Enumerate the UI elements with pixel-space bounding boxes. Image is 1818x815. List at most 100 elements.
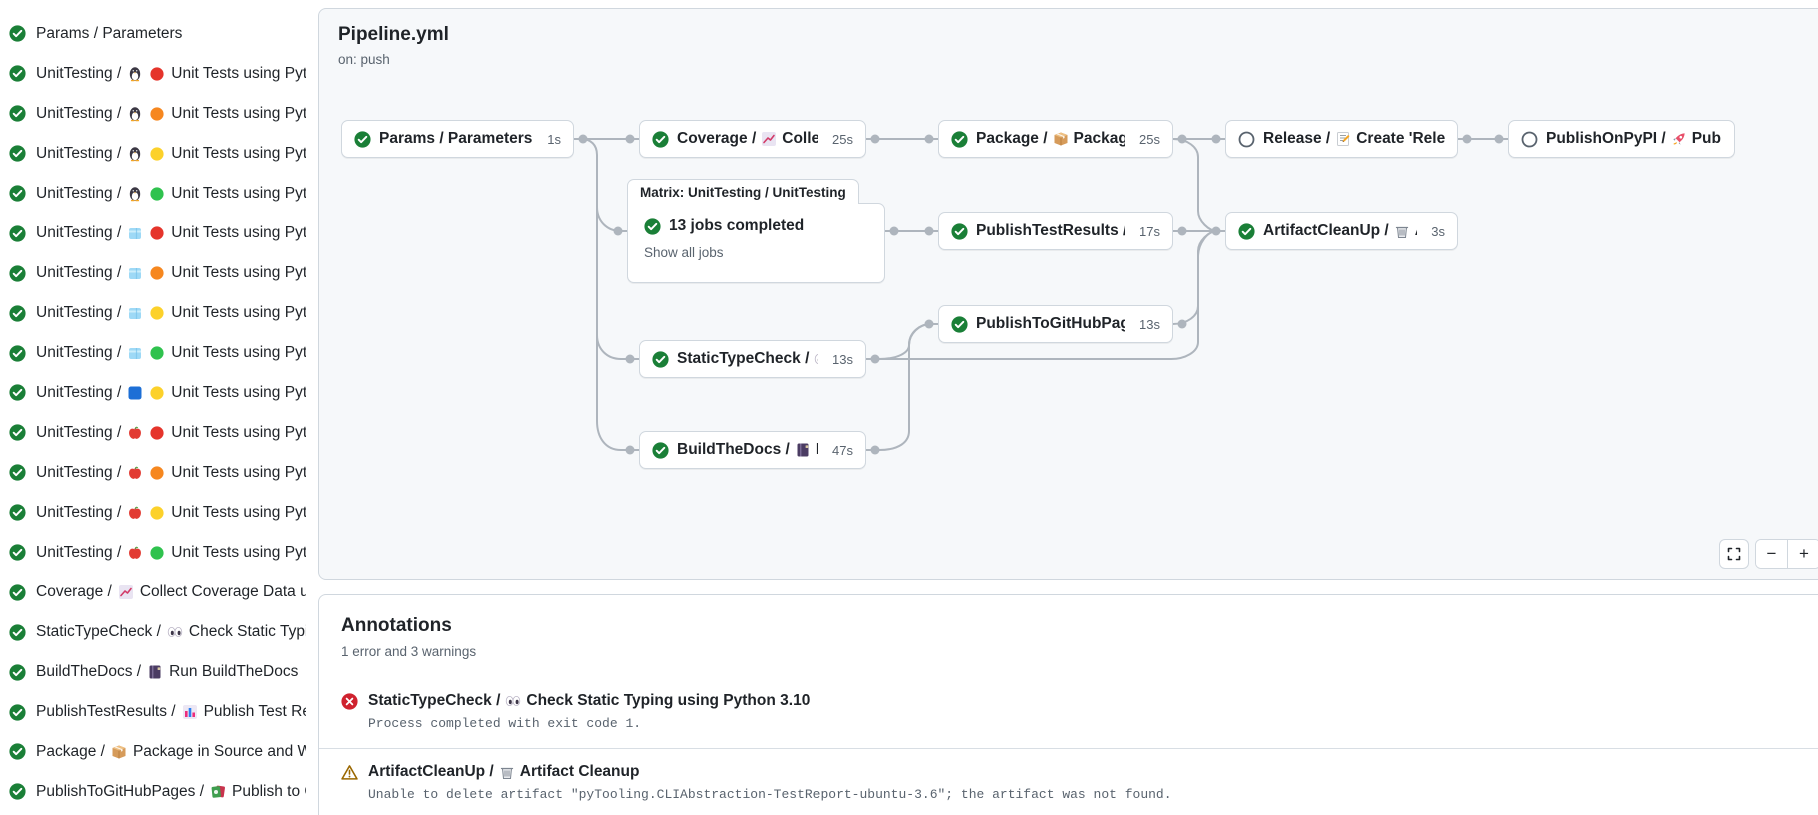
node-label: StaticTypeCheck /Chec... — [677, 350, 818, 368]
graph-node-package[interactable]: Package /Package in So...25s — [938, 120, 1173, 158]
graph-node-coverage[interactable]: Coverage /Collect Cove...25s — [639, 120, 866, 158]
graph-node-statictypecheck[interactable]: StaticTypeCheck /Chec...13s — [639, 340, 866, 378]
sidebar-job-item[interactable]: Params / Parameters — [0, 14, 306, 54]
label-text: UnitTesting / — [36, 264, 121, 282]
label-text: Artifact Cleanup — [520, 763, 640, 781]
job-label: UnitTesting /Unit Tests using Pyth... — [36, 224, 306, 242]
graph-node-publishonpypi[interactable]: PublishOnPyPI /Publish to ... — [1508, 120, 1735, 158]
sidebar-job-item[interactable]: UnitTesting /Unit Tests using Pyth... — [0, 174, 306, 214]
label-text: BuildTheDocs / — [677, 441, 790, 459]
dot-yellow-icon — [149, 305, 165, 321]
sidebar-job-item[interactable]: UnitTesting /Unit Tests using Pyth... — [0, 333, 306, 373]
label-text: UnitTesting / — [36, 384, 121, 402]
zoom-out-button[interactable]: − — [1756, 540, 1788, 568]
label-text: Unit Tests using Pyth... — [171, 145, 306, 163]
job-label: BuildTheDocs /Run BuildTheDocs — [36, 663, 298, 681]
sidebar-job-item[interactable]: UnitTesting / Unit Tests using Pyth... — [0, 373, 306, 413]
sidebar-job-item[interactable]: Package /Package in Source and Wh... — [0, 732, 306, 772]
job-label: UnitTesting /Unit Tests using Pyth... — [36, 185, 306, 203]
package-icon — [1053, 131, 1069, 147]
label-text: Release / — [1263, 130, 1330, 148]
dot-green-icon — [149, 545, 165, 561]
annotation-title[interactable]: StaticTypeCheck /Check Static Typing usi… — [368, 692, 810, 710]
check-circle-icon — [9, 424, 26, 441]
matrix-group[interactable]: 13 jobs completed Show all jobs — [627, 203, 885, 283]
label-text: StaticTypeCheck / — [368, 692, 500, 710]
package-icon — [111, 744, 127, 760]
apple-icon — [127, 425, 143, 441]
sidebar-job-item[interactable]: UnitTesting /Unit Tests using Pyth... — [0, 213, 306, 253]
check-circle-icon — [9, 265, 26, 282]
penguin-icon — [127, 146, 143, 162]
graph-node-release[interactable]: Release / Create 'Release P... — [1225, 120, 1458, 158]
sidebar-job-item[interactable]: StaticTypeCheck /Check Static Typing... — [0, 612, 306, 652]
job-label: UnitTesting / Unit Tests using Pyth... — [36, 264, 306, 282]
job-label: UnitTesting / Unit Tests using Pyth... — [36, 65, 306, 83]
sidebar-job-item[interactable]: UnitTesting /Unit Tests using Pyth... — [0, 533, 306, 573]
sidebar-job-item[interactable]: UnitTesting /Unit Tests using Pyth... — [0, 453, 306, 493]
graph-node-artifactcleanup[interactable]: ArtifactCleanUp /Artifac...3s — [1225, 212, 1458, 250]
annotations-summary: 1 error and 3 warnings — [341, 644, 1815, 659]
label-text: Unit Tests using Pyth... — [171, 65, 306, 83]
sidebar-job-item[interactable]: UnitTesting /Unit Tests using Pyth... — [0, 493, 306, 533]
sidebar-job-item[interactable]: PublishTestResults /Publish Test Resu... — [0, 692, 306, 732]
matrix-tab: Matrix: UnitTesting / UnitTesting — [627, 179, 859, 204]
label-text: ArtifactCleanUp / — [1263, 222, 1389, 240]
fullscreen-button[interactable] — [1719, 539, 1749, 569]
warning-triangle-icon — [341, 764, 358, 781]
sidebar-job-item[interactable]: UnitTesting / Unit Tests using Pyth... — [0, 253, 306, 293]
apple-icon — [127, 505, 143, 521]
sidebar-job-item[interactable]: Coverage /Collect Coverage Data usi... — [0, 572, 306, 612]
pipeline-graph-panel: Pipeline.yml on: push — [318, 8, 1818, 580]
label-text: UnitTesting / — [36, 304, 121, 322]
annotation-message: Process completed with exit code 1. — [368, 716, 1815, 731]
graph-node-params[interactable]: Params / Parameters1s — [341, 120, 574, 158]
check-circle-icon — [9, 105, 26, 122]
label-text: UnitTesting / — [36, 65, 121, 83]
skip-circle-icon — [1238, 131, 1255, 148]
graph-node-publishtestresults[interactable]: PublishTestResults /Pu...17s — [938, 212, 1173, 250]
annotation-item-error: StaticTypeCheck /Check Static Typing usi… — [319, 678, 1818, 749]
sidebar-job-item[interactable]: UnitTesting / Unit Tests using Pyth... — [0, 54, 306, 94]
annotation-title[interactable]: ArtifactCleanUp /Artifact Cleanup — [368, 763, 639, 781]
label-text: Unit Tests using Pyth... — [171, 384, 306, 402]
job-label: UnitTesting /Unit Tests using Pyth... — [36, 544, 306, 562]
chart-up-icon — [761, 131, 777, 147]
label-text: Unit Tests using Pyth... — [171, 264, 306, 282]
ice-icon — [127, 345, 143, 361]
x-circle-icon — [341, 693, 358, 710]
eyes-icon — [167, 624, 183, 640]
check-circle-icon — [9, 783, 26, 800]
label-text: Create 'Release P... — [1356, 130, 1445, 148]
trash-icon — [499, 764, 515, 780]
job-label: Params / Parameters — [36, 25, 182, 43]
sidebar-job-item[interactable]: UnitTesting /Unit Tests using Pyth... — [0, 413, 306, 453]
job-label: UnitTesting / Unit Tests using Pyth... — [36, 384, 306, 402]
check-circle-icon — [9, 584, 26, 601]
memo-icon — [1335, 131, 1351, 147]
graph-node-buildthedocs[interactable]: BuildTheDocs /Run Buil...47s — [639, 431, 866, 469]
dot-green-icon — [149, 345, 165, 361]
graph-node-publishtogithubpages[interactable]: PublishToGitHubPages /...13s — [938, 305, 1173, 343]
sidebar-job-item[interactable]: PublishToGitHubPages /Publish to G... — [0, 772, 306, 812]
sidebar-job-item[interactable]: BuildTheDocs /Run BuildTheDocs — [0, 652, 306, 692]
label-text: Coverage / — [677, 130, 756, 148]
job-label: UnitTesting /Unit Tests using Pyth... — [36, 304, 306, 322]
label-text: Package / — [36, 743, 105, 761]
job-duration: 25s — [826, 132, 853, 147]
zoom-in-button[interactable]: + — [1788, 540, 1818, 568]
sidebar-job-item[interactable]: UnitTesting /Unit Tests using Pyth... — [0, 293, 306, 333]
job-label: UnitTesting /Unit Tests using Pyth... — [36, 145, 306, 163]
check-circle-icon — [9, 624, 26, 641]
sidebar-job-item[interactable]: UnitTesting /Unit Tests using Pyth... — [0, 134, 306, 174]
label-text: StaticTypeCheck / — [677, 350, 809, 368]
job-label: UnitTesting /Unit Tests using Pyth... — [36, 424, 306, 442]
ice-icon — [127, 225, 143, 241]
label-text: PublishTestResults / — [976, 222, 1125, 240]
jobs-sidebar: Params / ParametersUnitTesting / Unit Tes… — [0, 0, 306, 815]
label-text: UnitTesting / — [36, 504, 121, 522]
show-all-jobs-link[interactable]: Show all jobs — [644, 245, 868, 260]
apple-icon — [127, 545, 143, 561]
book-icon — [147, 664, 163, 680]
sidebar-job-item[interactable]: UnitTesting /Unit Tests using Pyth... — [0, 94, 306, 134]
